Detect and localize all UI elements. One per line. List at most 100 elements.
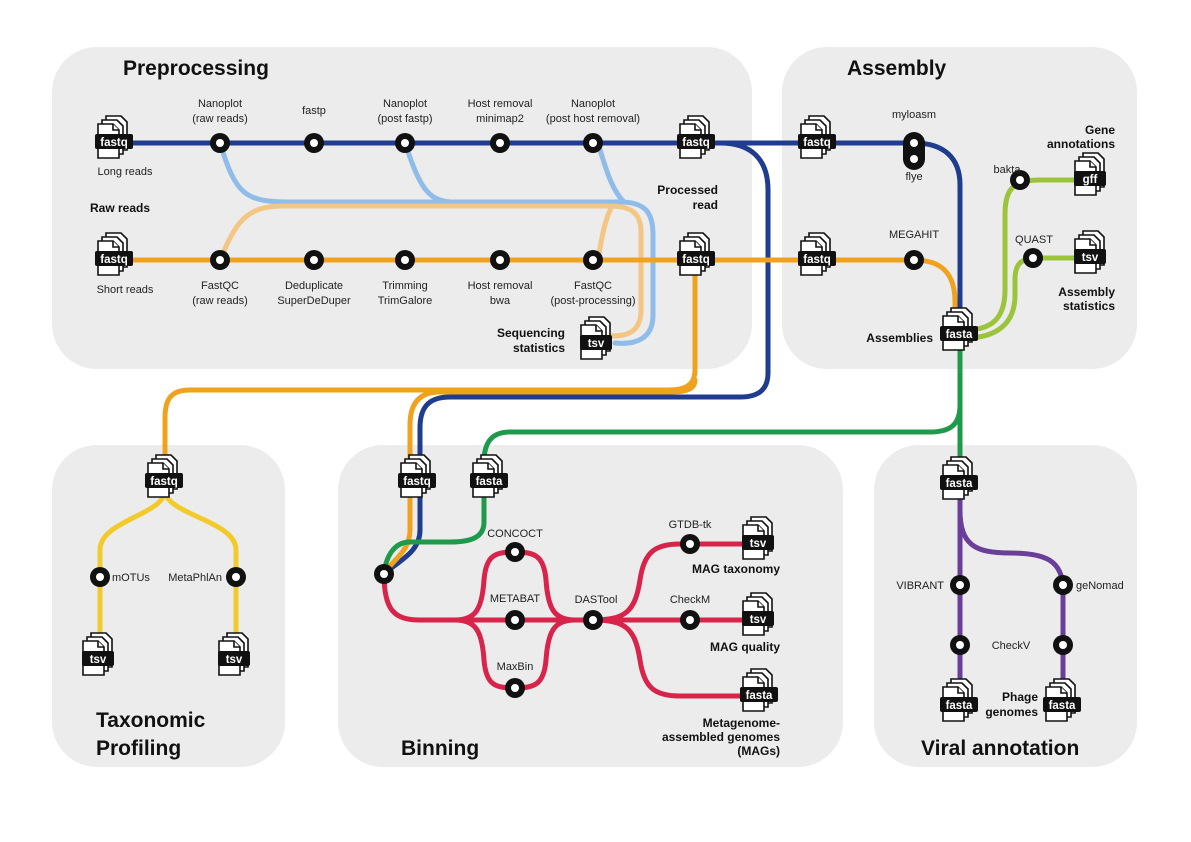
binning-red-line	[381, 571, 596, 623]
nanoplot-post-fastp-label-1: Nanoplot	[383, 98, 427, 110]
short-reads-label: Short reads	[97, 284, 154, 296]
fastqc-post-stop	[583, 250, 603, 270]
nanoplot-post-host-label-2: (post host removal)	[546, 113, 640, 125]
gene-annotations-file-icon: gff	[1074, 152, 1106, 196]
raw-reads-label: Raw reads	[90, 201, 150, 215]
metaphlan-output-file-icon: tsv	[218, 632, 250, 676]
checkv-label: CheckV	[992, 640, 1031, 652]
svg-text:fasta: fasta	[946, 478, 973, 490]
assembly-short-file-icon: fastq	[798, 232, 836, 276]
bakta-label: bakta	[994, 164, 1022, 176]
long-qc-line	[217, 140, 656, 346]
genomad-stop	[1053, 575, 1073, 595]
nanoplot-raw-stop	[210, 133, 230, 153]
binning-fastq-file-icon: fastq	[398, 454, 436, 498]
panels	[52, 47, 1137, 767]
viral-input-file-icon: fasta	[940, 456, 978, 500]
assembly-stats-file-icon: tsv	[1074, 230, 1106, 274]
svg-text:fasta: fasta	[1049, 700, 1076, 712]
mags-label-1: Metagenome-	[703, 716, 780, 730]
host-removal-minimap2-stop	[490, 133, 510, 153]
short-reads-file-icon: fastq	[95, 232, 133, 276]
short-reads-to-binning	[381, 377, 698, 577]
trimming-label-1: Trimming	[382, 280, 427, 292]
svg-text:tsv: tsv	[750, 538, 767, 550]
assembly-labels: myloasm flye MEGAHIT bakta QUAST Gene an…	[866, 109, 1115, 345]
taxonomic-labels: mOTUs MetaPhlAn	[112, 572, 222, 584]
fastqc-post-label-1: FastQC	[574, 280, 612, 292]
megahit-label: MEGAHIT	[889, 229, 939, 241]
binning-title: Binning	[401, 737, 479, 760]
trimming-label-2: TrimGalore	[378, 295, 433, 307]
fastqc-raw-label-1: FastQC	[201, 280, 239, 292]
processed-read-label-2: read	[693, 198, 718, 212]
sequencing-statistics-label-1: Sequencing	[497, 326, 565, 340]
mag-taxonomy-file-icon: tsv	[742, 516, 774, 560]
fastqc-raw-stop	[210, 250, 230, 270]
host-removal-bwa-label-1: Host removal	[468, 280, 533, 292]
dastool-label: DASTool	[575, 594, 618, 606]
fastp-stop	[304, 133, 324, 153]
maxbin-stop	[505, 678, 525, 698]
svg-text:gff: gff	[1083, 174, 1098, 186]
file-icons: fastq fastq fastq fastq tsv fastq fastq	[82, 115, 1106, 722]
mag-quality-file-icon: tsv	[742, 592, 774, 636]
svg-text:fastq: fastq	[682, 254, 709, 266]
long-reads-label: Long reads	[97, 166, 153, 178]
phage-genomes-label-2: genomes	[985, 705, 1038, 719]
sequencing-stats-file-icon: tsv	[580, 316, 612, 360]
long-qc-branch-2	[402, 140, 453, 205]
concoct-label: CONCOCT	[487, 528, 543, 540]
mags-label-3: (MAGs)	[737, 744, 780, 758]
short-qc-line	[217, 203, 644, 339]
quast-stop	[1023, 248, 1043, 268]
svg-text:tsv: tsv	[750, 614, 767, 626]
svg-text:fastq: fastq	[403, 476, 430, 488]
nanoplot-post-host-stop	[583, 133, 603, 153]
nanoplot-raw-label-1: Nanoplot	[198, 98, 242, 110]
fastp-label: fastp	[302, 105, 326, 117]
mags-file-icon: fasta	[740, 668, 778, 712]
long-reads-to-binning	[381, 140, 771, 577]
svg-text:fastq: fastq	[803, 254, 830, 266]
stops	[90, 132, 1073, 698]
processed-short-file-icon: fastq	[677, 232, 715, 276]
taxonomic-profiling-title-2: Profiling	[96, 737, 181, 760]
preprocessing-title: Preprocessing	[123, 57, 269, 80]
checkv-genomad-stop	[1053, 635, 1073, 655]
taxonomic-profiling-panel	[52, 445, 285, 767]
genomad-label: geNomad	[1076, 580, 1124, 592]
svg-text:tsv: tsv	[1082, 252, 1099, 264]
quast-label: QUAST	[1015, 234, 1053, 246]
assembly-title: Assembly	[847, 57, 947, 80]
deduplicate-label-2: SuperDeDuper	[277, 295, 351, 307]
binning-labels: CONCOCT METABAT MaxBin DASTool GTDB-tk C…	[487, 519, 780, 758]
metabat-label: METABAT	[490, 593, 541, 605]
myloasm-label: myloasm	[892, 109, 936, 121]
metabat-stop	[505, 610, 525, 630]
fastqc-post-label-2: (post-processing)	[551, 295, 636, 307]
svg-text:fastq: fastq	[150, 476, 177, 488]
nanoplot-post-fastp-label-2: (post fastp)	[377, 113, 432, 125]
mags-label-2: assembled genomes	[662, 730, 780, 744]
svg-text:fastq: fastq	[803, 137, 830, 149]
processed-read-label-1: Processed	[657, 183, 718, 197]
trimming-stop	[395, 250, 415, 270]
motus-label: mOTUs	[112, 572, 150, 584]
preprocessing-labels: Long reads Short reads Raw reads Process…	[90, 98, 718, 355]
viral-annotation-title: Viral annotation	[921, 737, 1079, 760]
nanoplot-raw-label-2: (raw reads)	[192, 113, 248, 125]
assembly-statistics-label-2: statistics	[1063, 299, 1115, 313]
assembly-long-file-icon: fastq	[798, 115, 836, 159]
sequencing-statistics-label-2: statistics	[513, 341, 565, 355]
nanoplot-post-host-label-1: Nanoplot	[571, 98, 615, 110]
phage-genomes-file-icon: fasta	[1043, 678, 1081, 722]
binning-start-stop	[374, 564, 394, 584]
megahit-stop	[904, 250, 924, 270]
svg-text:tsv: tsv	[90, 654, 107, 666]
processed-long-file-icon: fastq	[677, 115, 715, 159]
maxbin-label: MaxBin	[497, 661, 534, 673]
host-removal-minimap2-label-2: minimap2	[476, 113, 524, 125]
assemblies-label: Assemblies	[866, 331, 933, 345]
svg-text:fasta: fasta	[946, 329, 973, 341]
